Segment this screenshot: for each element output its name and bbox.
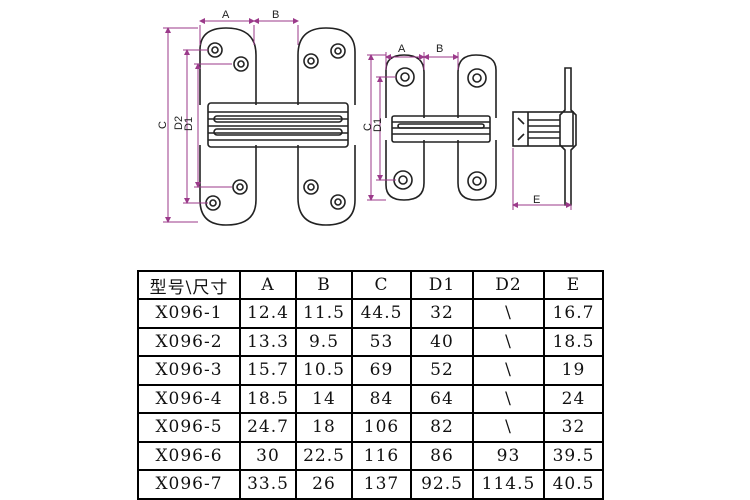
hinge-technical-drawing: A B C D2 D1 (157, 9, 577, 226)
cell-b: 26 (295, 469, 353, 500)
cell-e: 19 (543, 355, 604, 386)
cell-d1: 52 (410, 355, 474, 386)
cell-b: 10.5 (295, 355, 353, 386)
header-a: A (239, 270, 297, 300)
cell-a: 33.5 (239, 469, 297, 500)
cell-d1: 82 (410, 412, 474, 443)
small-hinge-bottom-right-leaf (457, 140, 497, 201)
header-d1: D1 (410, 270, 474, 300)
header-b: B (295, 270, 353, 300)
cell-c: 116 (351, 440, 412, 471)
small-hinge-screw-holes (393, 67, 487, 191)
cell-model: X096-4 (137, 383, 241, 414)
cell-d1: 92.5 (410, 469, 474, 500)
cell-c: 84 (351, 383, 412, 414)
cell-b: 18 (295, 412, 353, 443)
large-hinge-top-left-leaf (199, 27, 257, 105)
cell-d1: 64 (410, 383, 474, 414)
header-e: E (543, 270, 604, 300)
dim-label-b-large: B (272, 9, 279, 21)
cell-e: 18.5 (543, 326, 604, 357)
small-hinge-top-right-leaf (457, 54, 497, 118)
cell-e: 39.5 (543, 440, 604, 471)
large-hinge-top-right-leaf (297, 27, 356, 105)
small-hinge-view (385, 54, 497, 201)
cell-c: 106 (351, 412, 412, 443)
cell-a: 13.3 (239, 326, 297, 357)
cell-d2: \ (472, 412, 545, 443)
cell-e: 16.7 (543, 298, 604, 329)
cell-d2: \ (472, 383, 545, 414)
cell-c: 44.5 (351, 298, 412, 329)
small-hinge-mechanism (391, 115, 491, 143)
dim-label-e: E (533, 194, 540, 206)
cell-a: 30 (239, 440, 297, 471)
cell-b: 11.5 (295, 298, 353, 329)
cell-model: X096-7 (137, 469, 241, 500)
large-hinge-bottom-right-leaf (297, 145, 356, 226)
cell-model: X096-3 (137, 355, 241, 386)
cell-c: 69 (351, 355, 412, 386)
cell-model: X096-1 (137, 298, 241, 329)
cell-d1: 40 (410, 326, 474, 357)
cell-model: X096-5 (137, 412, 241, 443)
cell-a: 24.7 (239, 412, 297, 443)
dim-label-d1-large: D1 (183, 117, 195, 131)
large-hinge-mechanism (207, 102, 349, 148)
dim-label-d1-small: D1 (372, 118, 384, 132)
cell-b: 22.5 (295, 440, 353, 471)
large-hinge-dimensions (163, 18, 299, 223)
cell-model: X096-2 (137, 326, 241, 357)
cell-c: 137 (351, 469, 412, 500)
side-view (512, 67, 577, 206)
dim-label-c-small: C (362, 123, 374, 131)
cell-b: 14 (295, 383, 353, 414)
cell-d2: \ (472, 298, 545, 329)
cell-d2: 93 (472, 440, 545, 471)
header-d2: D2 (472, 270, 545, 300)
small-hinge-bottom-left-leaf (385, 140, 425, 201)
small-hinge-dimensions (367, 52, 459, 201)
cell-b: 9.5 (295, 326, 353, 357)
header-c: C (351, 270, 412, 300)
dim-label-a-large: A (222, 9, 230, 21)
dim-label-c-large: C (157, 121, 169, 129)
cell-c: 53 (351, 326, 412, 357)
side-view-body (512, 111, 574, 147)
cell-model: X096-6 (137, 440, 241, 471)
large-hinge-view (199, 27, 356, 226)
dim-label-b-small: B (436, 43, 443, 55)
cell-d2: \ (472, 326, 545, 357)
cell-e: 24 (543, 383, 604, 414)
cell-d1: 32 (410, 298, 474, 329)
cell-a: 15.7 (239, 355, 297, 386)
cell-a: 18.5 (239, 383, 297, 414)
cell-e: 32 (543, 412, 604, 443)
header-model-size: 型号\尺寸 (137, 270, 241, 300)
large-hinge-screw-holes (205, 42, 346, 211)
cell-d1: 86 (410, 440, 474, 471)
cell-d2: 114.5 (472, 469, 545, 500)
cell-e: 40.5 (543, 469, 604, 500)
cell-a: 12.4 (239, 298, 297, 329)
dim-label-a-small: A (398, 43, 406, 55)
side-view-dimensions (512, 148, 572, 210)
large-hinge-bottom-left-leaf (199, 145, 257, 226)
cell-d2: \ (472, 355, 545, 386)
dim-label-d2-large: D2 (173, 116, 185, 130)
